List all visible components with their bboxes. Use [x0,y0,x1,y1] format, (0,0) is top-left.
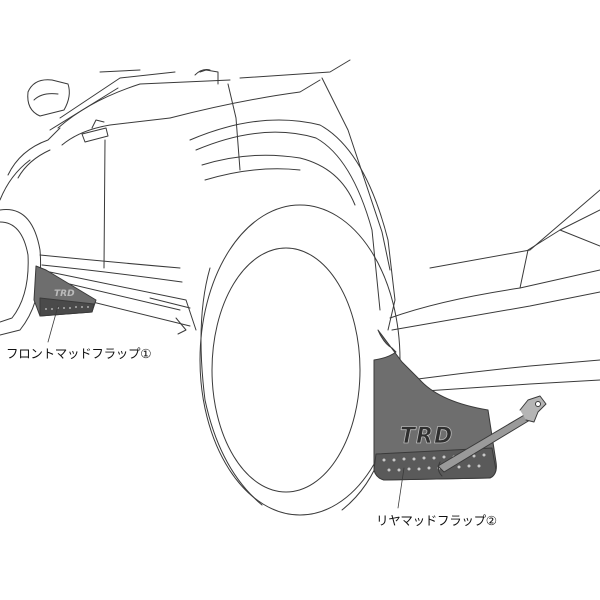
leader-lines [47,305,405,509]
front-mud-flap: TRD [33,265,97,317]
vehicle-body-outline [0,59,600,393]
mounting-bracket [437,395,547,477]
side-mirror [27,79,70,117]
rear-mud-flap-label: リヤマッドフラップ② [376,513,497,528]
front-flap-logo: TRD [54,289,75,299]
rear-wheel [199,204,401,516]
rear-mud-flap: TRD [373,329,497,481]
front-wheel [0,209,42,336]
rear-flap-leader [397,467,405,509]
front-mud-flap-label: フロントマッドフラップ① [6,346,152,361]
front-flap-leader [47,305,59,343]
rear-flap-logo: TRD [400,424,453,449]
